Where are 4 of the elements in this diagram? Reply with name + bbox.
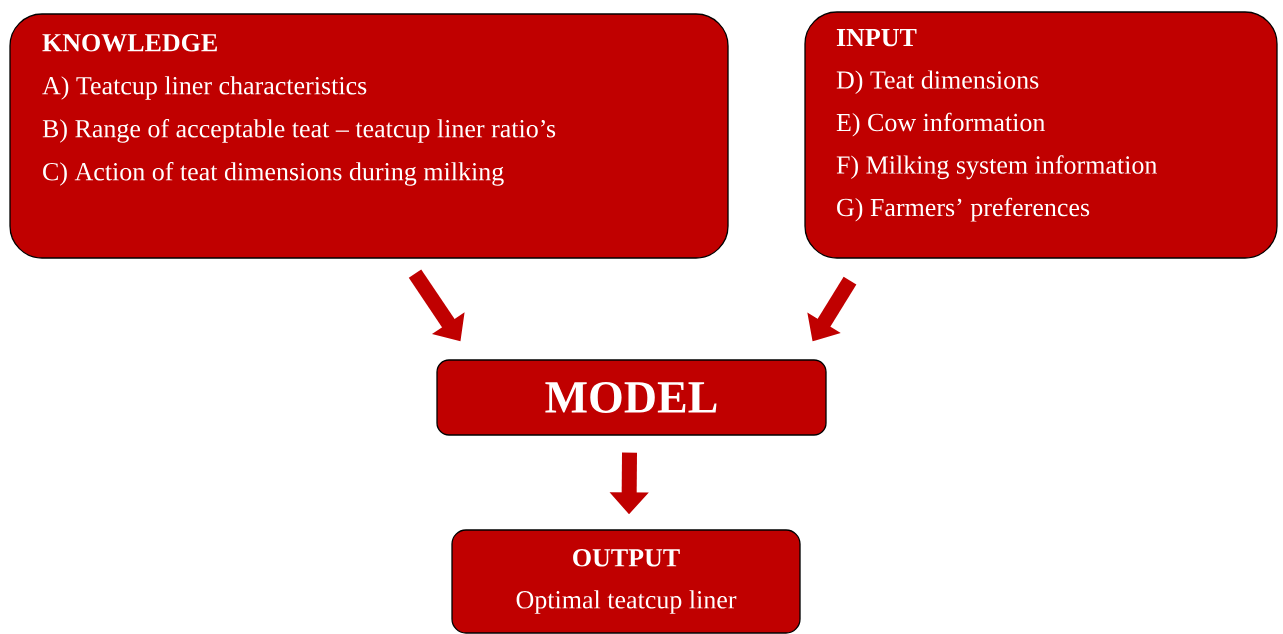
knowledge-box: KNOWLEDGE A) Teatcup liner characteristics B) Range of acceptable teat – teatcup liner ratio’s C) Action of teat dimensions during milking <box>9 13 729 259</box>
input-box: INPUT D) Teat dimensions E) Cow information F) Milking system information G) Farmers’ preferences <box>804 11 1278 259</box>
output-box: OUTPUT Optimal teatcup liner <box>451 529 801 634</box>
model-box: MODEL <box>436 359 827 436</box>
